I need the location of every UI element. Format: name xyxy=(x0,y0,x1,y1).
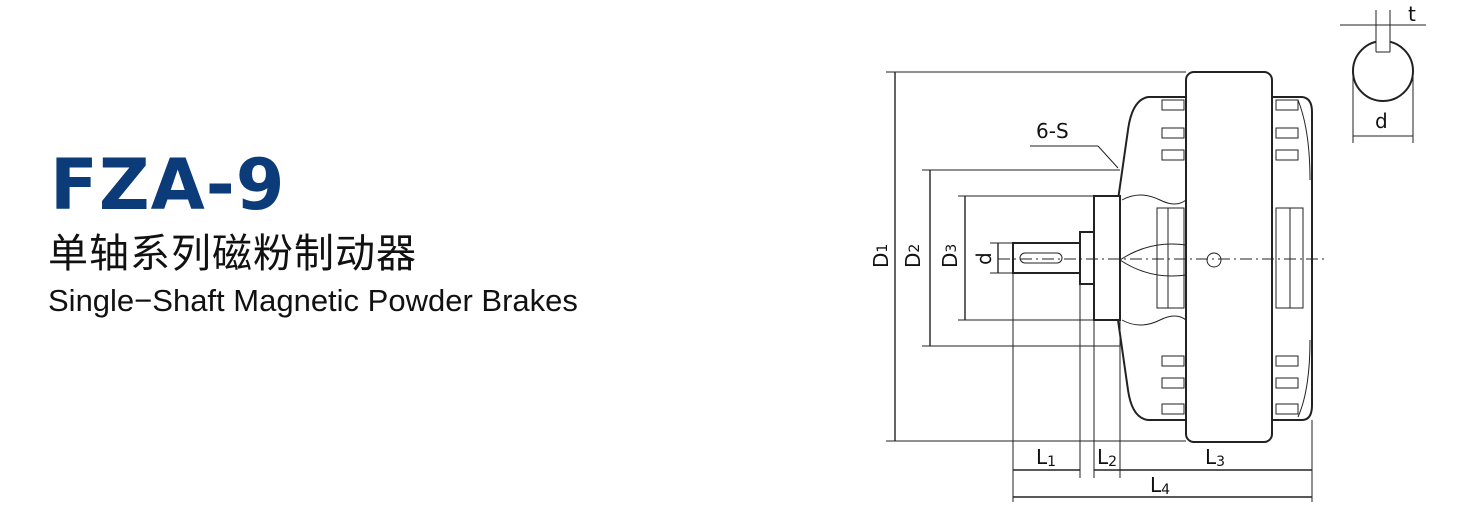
dim-label-L1: L1 xyxy=(1036,445,1056,470)
dim-label-D3: D3 xyxy=(938,244,962,268)
dim-label-L2: L2 xyxy=(1097,445,1117,470)
diameter-dimensions: D1 D2 D3 d xyxy=(869,71,1186,442)
dim-label-L3: L3 xyxy=(1205,445,1225,470)
english-product-name: Single−Shaft Magnetic Powder Brakes xyxy=(48,283,578,318)
model-number: FZA-9 xyxy=(50,144,286,226)
length-dimensions: L1 L2 L3 L4 xyxy=(1012,273,1313,502)
keyway-label-d: d xyxy=(1375,109,1388,133)
dim-label-shaft-d: d xyxy=(972,252,996,265)
dim-label-D1: D1 xyxy=(869,244,893,268)
title-block: FZA-9 单轴系列磁粉制动器 Single−Shaft Magnetic Po… xyxy=(48,150,578,318)
keyway-label-t: t xyxy=(1408,2,1416,26)
chinese-product-name: 单轴系列磁粉制动器 xyxy=(48,231,417,277)
keyway-section: t d xyxy=(1340,2,1426,143)
dim-label-D2: D2 xyxy=(901,244,925,268)
hole-callout: 6-S xyxy=(1030,119,1119,169)
dim-label-L4: L4 xyxy=(1150,473,1170,498)
brake-body xyxy=(998,71,1325,443)
hole-callout-label: 6-S xyxy=(1036,119,1069,143)
